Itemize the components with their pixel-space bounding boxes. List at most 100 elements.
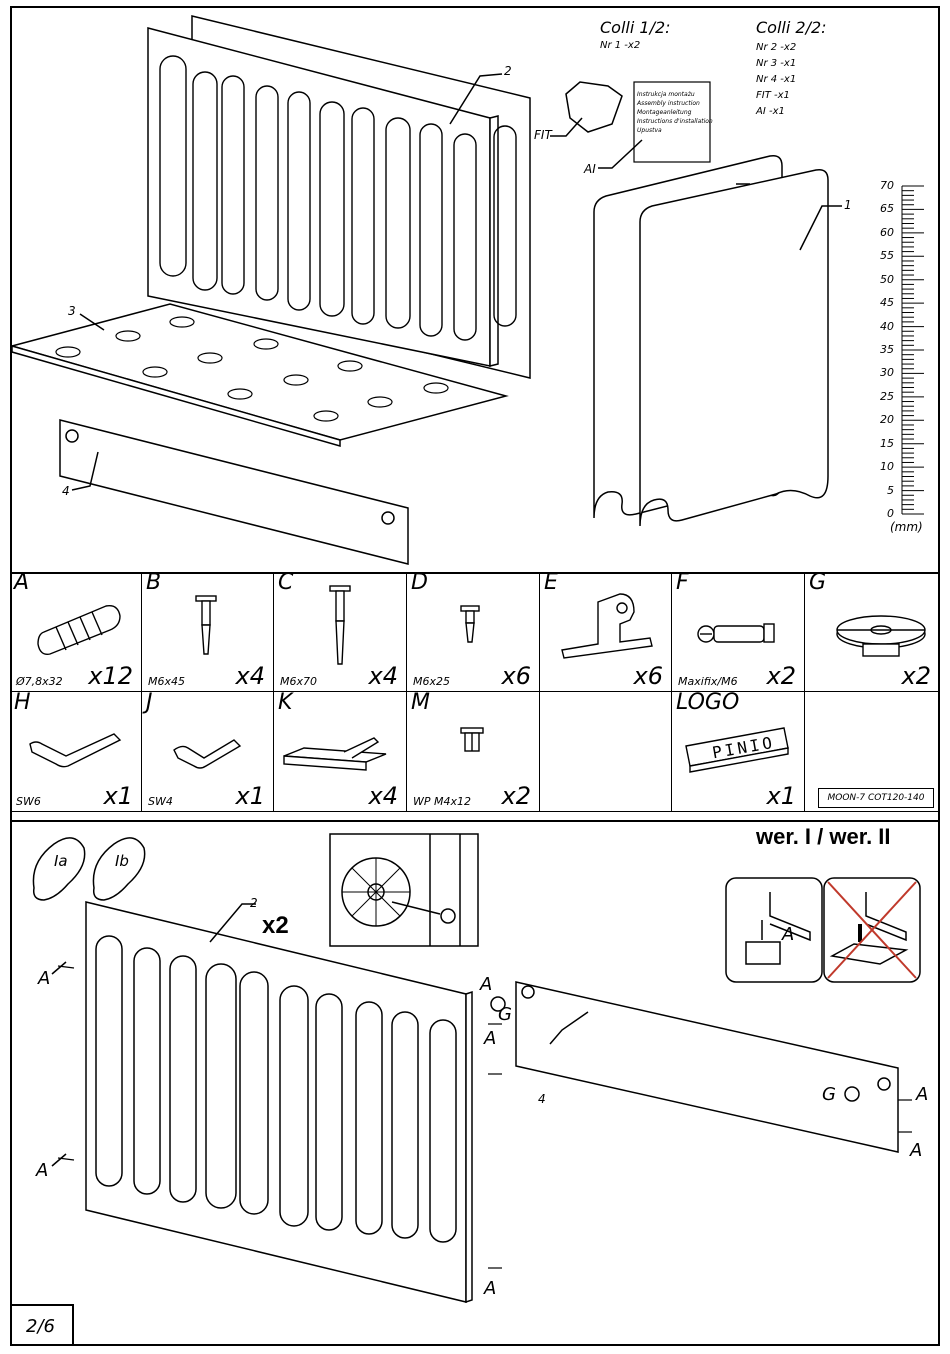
page-number-box: 2/6 — [10, 1304, 74, 1346]
part-quantity: x1 — [766, 782, 796, 810]
label-part-1: 1 — [844, 198, 852, 212]
part-quantity: x2 — [901, 662, 931, 690]
label-ai: AI — [584, 162, 596, 176]
label-part-2: 2 — [250, 896, 258, 910]
part-letter: H — [14, 690, 31, 715]
adhesive-pad-icon — [283, 737, 387, 771]
part-spec: M6x45 — [148, 675, 185, 688]
ruler-tick-label: 70 — [880, 179, 894, 192]
long-screw-icon — [329, 585, 351, 665]
logo-plate-icon — [685, 727, 789, 773]
multiplier-label: x2 — [262, 912, 289, 939]
label-a: A — [910, 1140, 923, 1161]
part-letter: LOGO — [676, 690, 740, 715]
side-rail-panel — [59, 419, 409, 565]
parts-empty-cell — [540, 692, 672, 812]
side-rail-step-panel — [515, 981, 899, 1153]
headboard-step-panel — [85, 901, 467, 1303]
assembly-step-drawing — [32, 833, 921, 1304]
colli-2-line: AI -x1 — [756, 106, 785, 117]
part-letter: K — [278, 690, 293, 715]
part-letter: E — [544, 570, 558, 595]
part-letter: G — [809, 570, 827, 595]
divider-top — [10, 572, 940, 574]
part-spec: SW4 — [148, 795, 173, 808]
part-quantity: x4 — [235, 662, 265, 690]
ruler-tick-label: 15 — [880, 436, 894, 450]
ruler — [901, 185, 924, 515]
part-quantity: x1 — [235, 782, 265, 810]
cam-lock-icon — [836, 615, 926, 657]
allen-key-icon — [29, 733, 122, 768]
colli-2-line: Nr 2 -x2 — [756, 42, 797, 53]
allen-key-small-icon — [173, 739, 242, 769]
part-letter: J — [146, 690, 153, 715]
ruler-tick-label: 20 — [880, 413, 894, 427]
ruler-tick-label: 50 — [880, 272, 894, 286]
ruler-unit: (mm) — [890, 520, 923, 534]
instruction-line: Upustva — [637, 127, 662, 134]
instruction-box-text: Instrukcja montażu Assembly instruction … — [637, 90, 713, 135]
part-letter: A — [14, 570, 30, 595]
dowel-icon — [37, 605, 121, 655]
ruler-tick-label: 0 — [887, 507, 894, 520]
ruler-tick-label: 5 — [887, 483, 894, 497]
label-part-4: 4 — [538, 1092, 546, 1106]
instruction-line: Instructions d'installation — [637, 118, 713, 125]
headboard-step-slots — [95, 935, 457, 1243]
instruction-sheet — [633, 81, 711, 163]
short-screw-icon — [460, 605, 480, 643]
label-a: A — [782, 924, 795, 945]
page-number: 2/6 — [26, 1316, 55, 1337]
colli-2-list: Nr 2 -x2 Nr 3 -x1 Nr 4 -x1 FIT -x1 AI -x… — [756, 40, 796, 120]
ruler-tick-label: 45 — [880, 296, 894, 310]
colli-1-line: Nr 1 -x2 — [600, 40, 641, 51]
part-letter: F — [676, 570, 689, 595]
part-cell-j: J SW4 x1 — [142, 690, 274, 812]
colli-2-line: FIT -x1 — [756, 90, 790, 101]
ruler-tick-label: 60 — [880, 225, 894, 239]
ruler-tick-label: 25 — [880, 389, 894, 403]
screw-icon — [195, 595, 217, 655]
colli-2-line: Nr 4 -x1 — [756, 74, 797, 85]
ruler-tick-label: 40 — [880, 319, 894, 333]
connector-bolt-icon — [697, 623, 775, 643]
parts-empty-cell — [805, 692, 940, 812]
version-label: wer. I / wer. II — [756, 824, 891, 849]
version-i-panel — [725, 877, 823, 983]
colli-2-title: Colli 2/2: — [756, 18, 827, 37]
label-fit: FIT — [534, 128, 552, 142]
part-quantity: x4 — [368, 662, 398, 690]
exploded-parts-drawing — [10, 15, 842, 565]
part-letter: C — [278, 570, 294, 595]
part-spec: WP M4x12 — [413, 795, 472, 808]
colli-1-title: Colli 1/2: — [600, 18, 671, 37]
end-panel-front — [639, 168, 829, 527]
part-quantity: x6 — [501, 662, 531, 690]
label-g: G — [822, 1084, 836, 1105]
bracket-icon — [561, 593, 653, 659]
label-g: G — [498, 1004, 512, 1025]
label-a: A — [916, 1084, 929, 1105]
plug-icon — [460, 727, 484, 752]
fit-bag — [565, 81, 623, 133]
headboard-slots — [159, 55, 517, 341]
foot-ib-label: Ib — [115, 852, 129, 870]
cam-detail-inset — [329, 833, 479, 947]
part-cell-b: B M6x45 x4 — [142, 570, 274, 692]
cam-lock-icon-left — [490, 996, 506, 1012]
instruction-line: Instrukcja montażu — [637, 91, 695, 98]
part-spec: SW6 — [16, 795, 41, 808]
part-letter: B — [146, 570, 162, 595]
part-quantity: x2 — [766, 662, 796, 690]
label-a: A — [36, 1160, 49, 1181]
label-a: A — [480, 974, 493, 995]
ruler-tick-label: 10 — [880, 460, 894, 474]
